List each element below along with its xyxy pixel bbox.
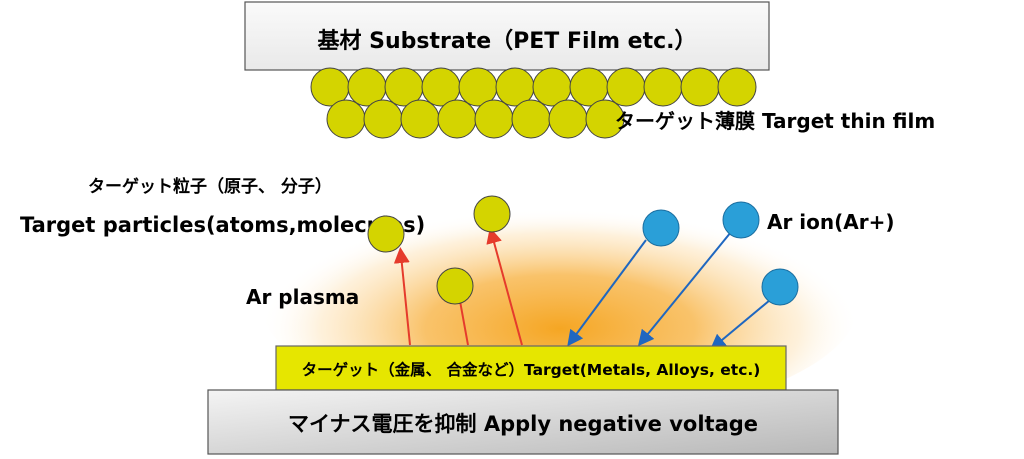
target-box — [275, 345, 787, 391]
film-particle — [606, 67, 646, 107]
voltage-label: マイナス電圧を抑制 Apply negative voltage — [288, 412, 758, 436]
film-particle — [474, 99, 514, 139]
ion-arrow — [637, 231, 732, 347]
film-particle — [511, 99, 551, 139]
particle-arrow — [393, 247, 411, 346]
thin-film-label: ターゲット薄膜 Target thin film — [615, 109, 935, 133]
film-particle — [437, 99, 477, 139]
ion-arrow — [567, 239, 647, 347]
ar-ion — [642, 209, 680, 247]
target-particle — [473, 195, 511, 233]
target-label: ターゲット（金属、 合金など）Target(Metals, Alloys, et… — [302, 360, 761, 379]
particle-arrow — [486, 227, 523, 346]
film-particle — [326, 99, 366, 139]
target-particle — [367, 215, 405, 253]
target-particles-label-ja: ターゲット粒子（原子、 分子） — [88, 176, 332, 197]
substrate-box — [244, 1, 770, 71]
substrate-label: 基材 Substrate（PET Film etc.） — [317, 29, 696, 54]
ion-arrow — [709, 299, 771, 351]
ar-plasma-label: Ar plasma — [246, 285, 359, 309]
film-particle — [680, 67, 720, 107]
ar-ion — [761, 268, 799, 306]
film-particle — [717, 67, 757, 107]
film-particle — [643, 67, 683, 107]
film-particle — [585, 99, 625, 139]
thin-film-layer — [310, 67, 757, 139]
voltage-box — [207, 389, 839, 455]
target-particles-label-en: Target particles(atoms,molecules) — [20, 213, 425, 237]
film-particle — [363, 99, 403, 139]
ar-ion — [722, 201, 760, 239]
target-particle — [436, 267, 474, 305]
film-particle — [400, 99, 440, 139]
ar-ion-label: Ar ion(Ar+) — [767, 210, 895, 234]
film-particle — [548, 99, 588, 139]
